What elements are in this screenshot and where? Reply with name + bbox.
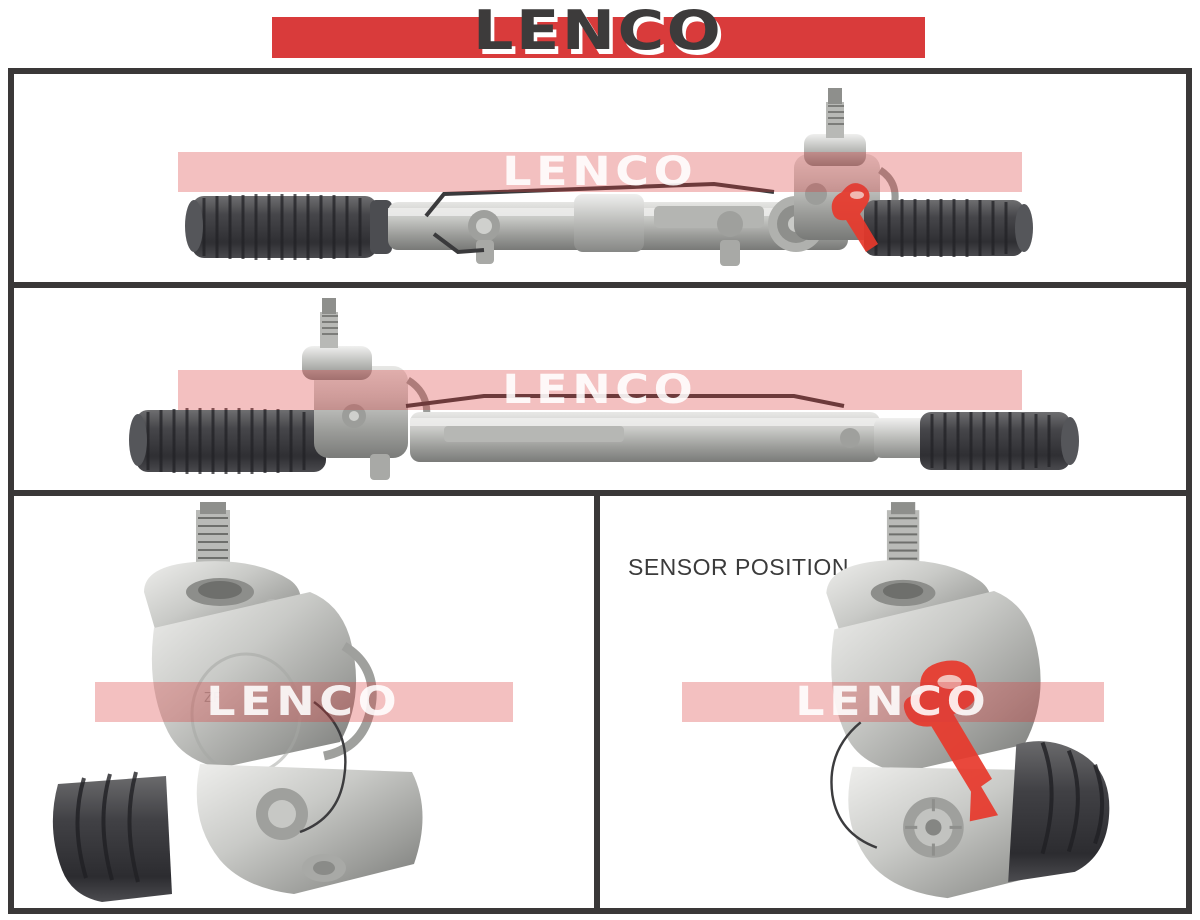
pinion-closeup-illustration: ZF — [52, 502, 423, 902]
bellows-boot-left — [185, 194, 392, 260]
hydraulic-line — [405, 394, 845, 408]
pinion-valve-housing — [302, 298, 431, 480]
sensor-wire — [830, 721, 878, 849]
rack-tube — [388, 194, 848, 266]
rack-tube — [410, 412, 934, 462]
steering-rack-illustration-left — [129, 298, 1079, 480]
brand-logo: LENCO — [0, 0, 1200, 62]
sensor-closeup-illustration — [826, 502, 1110, 899]
bellows-boot-right-2 — [864, 199, 1033, 257]
panel-closeup-sensor: SENSOR POSITION — [600, 496, 1186, 908]
bellows-boot — [1008, 741, 1110, 882]
image-grid-frame: LENCO — [8, 68, 1192, 914]
steering-rack-illustration-right — [185, 88, 1033, 266]
bellows-boot — [52, 771, 172, 902]
logo-wordmark: LENCO — [473, 0, 724, 62]
grid-row-3: ZF — [14, 496, 1186, 908]
bellows-boot-left — [129, 408, 326, 474]
svg-text:ZF: ZF — [204, 691, 220, 706]
logo-red-banner — [272, 17, 925, 58]
red-sensor-arrow — [903, 660, 999, 822]
hydraulic-line — [424, 181, 775, 255]
panel-full-view-right: LENCO — [14, 74, 1186, 282]
sensor-wire — [299, 701, 347, 834]
grid-row-2: LENCO — [14, 288, 1186, 490]
panel-full-view-left: LENCO — [14, 288, 1186, 490]
red-sensor-marker — [831, 183, 878, 252]
grid-row-1: LENCO — [14, 74, 1186, 282]
logo-text-wrap: LENCO — [272, 0, 925, 62]
bellows-boot-right — [920, 412, 1079, 470]
sensor-position-label: SENSOR POSITION — [628, 554, 849, 580]
panel-closeup-pinion: ZF — [14, 496, 594, 908]
